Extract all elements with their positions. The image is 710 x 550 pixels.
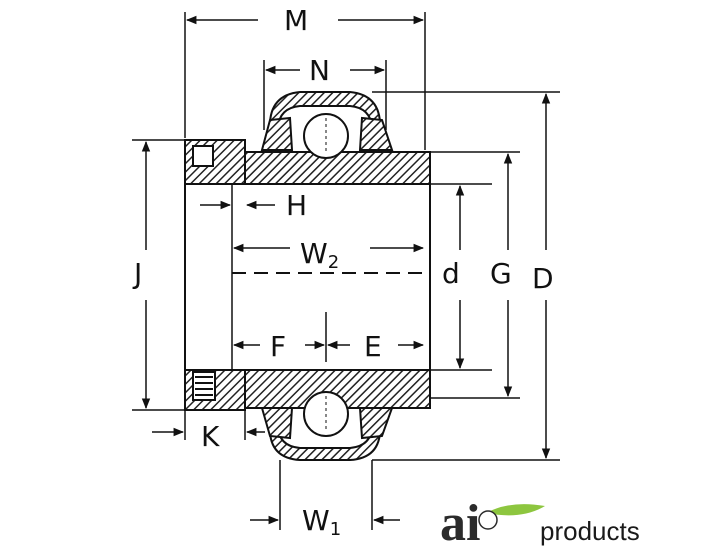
logo-seal-icon — [478, 510, 498, 530]
label-k: K — [201, 420, 220, 453]
label-w1: W1 — [302, 504, 341, 540]
label-w2-main: W — [300, 237, 328, 270]
label-n: N — [309, 54, 330, 87]
label-g: G — [490, 257, 512, 290]
label-w2-sub: 2 — [328, 252, 339, 273]
bore — [184, 183, 431, 371]
seal-top-left — [260, 116, 294, 151]
set-screw-bottom — [192, 371, 216, 401]
seal-bottom-left — [260, 407, 294, 440]
logo-leaf-icon — [486, 504, 545, 516]
set-screw-top — [192, 145, 214, 167]
extension-lines — [132, 12, 560, 530]
logo-text: products — [540, 516, 640, 546]
bearing-body — [184, 91, 431, 461]
label-d-lower: d — [442, 257, 460, 290]
ai-products-logo: ai products — [440, 495, 640, 550]
label-d-upper: D — [532, 262, 554, 295]
dimension-arrows — [141, 15, 551, 525]
label-m: M — [284, 4, 308, 37]
logo-mark: ai — [440, 495, 480, 550]
label-w2: W2 — [300, 237, 339, 273]
label-h: H — [286, 189, 307, 222]
label-j: J — [132, 257, 142, 290]
label-e: E — [364, 330, 382, 363]
label-w1-main: W — [302, 504, 330, 537]
label-w1-sub: 1 — [330, 519, 341, 540]
label-f: F — [270, 330, 286, 363]
seal-top-right — [358, 116, 394, 151]
seal-bottom-right — [358, 407, 394, 440]
